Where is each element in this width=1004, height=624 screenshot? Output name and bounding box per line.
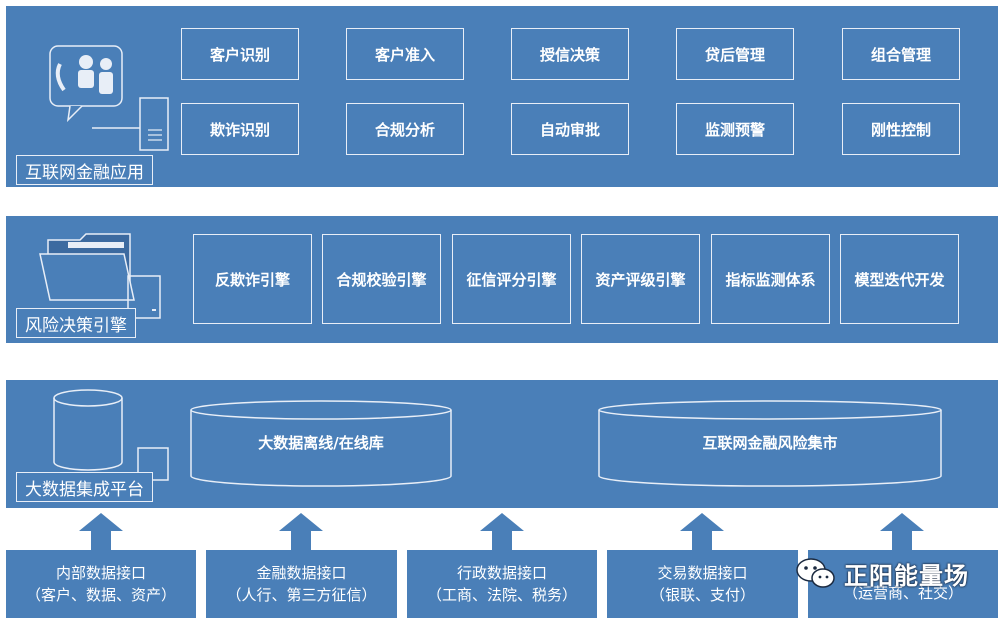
app-item-credit-decision: 授信决策 xyxy=(511,28,629,80)
layer-label-engine: 风险决策引擎 xyxy=(16,308,136,338)
cylinder-label-risk-mart: 互联网金融风险集市 xyxy=(702,434,838,452)
layer-internet-finance-apps: 互联网金融应用 客户识别 客户准入 授信决策 贷后管理 组合管理 欺诈识别 合规… xyxy=(6,6,998,187)
engine-item-indicator-monitoring: 指标监测体系 xyxy=(711,234,830,324)
app-item-compliance-analysis: 合规分析 xyxy=(346,103,464,155)
layer-risk-decision-engine: 风险决策引擎 反欺诈引擎 合规校验引擎 征信评分引擎 资产评级引擎 指标监测体系… xyxy=(6,216,998,343)
up-arrow-icon xyxy=(680,513,724,553)
up-arrow-icon xyxy=(79,513,123,553)
big-data-online-offline-db: 大数据离线/在线库 xyxy=(190,400,452,488)
interface-title: 内部数据接口 xyxy=(55,564,146,582)
cylinder-shape xyxy=(190,400,452,487)
call-center-icon xyxy=(49,45,169,151)
app-item-post-loan-management: 贷后管理 xyxy=(676,28,794,80)
app-item-customer-identification: 客户识别 xyxy=(181,28,299,80)
app-item-portfolio-management: 组合管理 xyxy=(842,28,960,80)
interface-operator-social-data: （运营商、社交） xyxy=(808,550,998,618)
interface-sources: （人行、第三方征信） xyxy=(226,586,377,604)
interface-sources: （银联、支付） xyxy=(649,586,755,604)
app-item-monitoring-warning: 监测预警 xyxy=(676,103,794,155)
interface-sources: （工商、法院、税务） xyxy=(426,586,577,604)
up-arrow-icon xyxy=(880,513,924,553)
interface-sources: （运营商、社交） xyxy=(842,584,963,602)
app-item-customer-admission: 客户准入 xyxy=(346,28,464,80)
app-item-auto-approval: 自动审批 xyxy=(511,103,629,155)
layer-label-apps: 互联网金融应用 xyxy=(16,155,153,185)
wechat-icon xyxy=(796,557,835,588)
folder-icon xyxy=(39,233,161,319)
interface-sources: （客户、数据、资产） xyxy=(25,586,176,604)
interface-transaction-data: 交易数据接口 （银联、支付） xyxy=(607,550,798,618)
engine-item-model-iteration: 模型迭代开发 xyxy=(840,234,959,324)
app-item-fraud-identification: 欺诈识别 xyxy=(181,103,299,155)
engine-item-anti-fraud: 反欺诈引擎 xyxy=(193,234,312,324)
layer-label-platform: 大数据集成平台 xyxy=(16,472,153,502)
watermark-text: 正阳能量场 xyxy=(844,562,969,590)
app-item-rigid-control: 刚性控制 xyxy=(842,103,960,155)
interface-internal-data: 内部数据接口 （客户、数据、资产） xyxy=(6,550,196,618)
cylinder-shape xyxy=(598,400,942,487)
interface-title: 行政数据接口 xyxy=(456,564,547,582)
watermark: 正阳能量场 xyxy=(796,556,969,591)
engine-item-credit-scoring: 征信评分引擎 xyxy=(452,234,571,324)
up-arrow-icon xyxy=(480,513,524,553)
layer-big-data-platform: 大数据集成平台 大数据离线/在线库 互联网金融风险集市 xyxy=(6,380,998,508)
database-icon xyxy=(53,389,169,481)
interface-financial-data: 金融数据接口 （人行、第三方征信） xyxy=(206,550,397,618)
internet-finance-risk-mart: 互联网金融风险集市 xyxy=(598,400,942,488)
interface-title: 金融数据接口 xyxy=(256,564,347,582)
up-arrow-icon xyxy=(279,513,323,553)
interface-administrative-data: 行政数据接口 （工商、法院、税务） xyxy=(407,550,597,618)
cylinder-label-big-data-db: 大数据离线/在线库 xyxy=(258,434,384,452)
interface-title: 交易数据接口 xyxy=(657,564,748,582)
engine-item-asset-rating: 资产评级引擎 xyxy=(581,234,700,324)
engine-item-compliance-check: 合规校验引擎 xyxy=(322,234,441,324)
